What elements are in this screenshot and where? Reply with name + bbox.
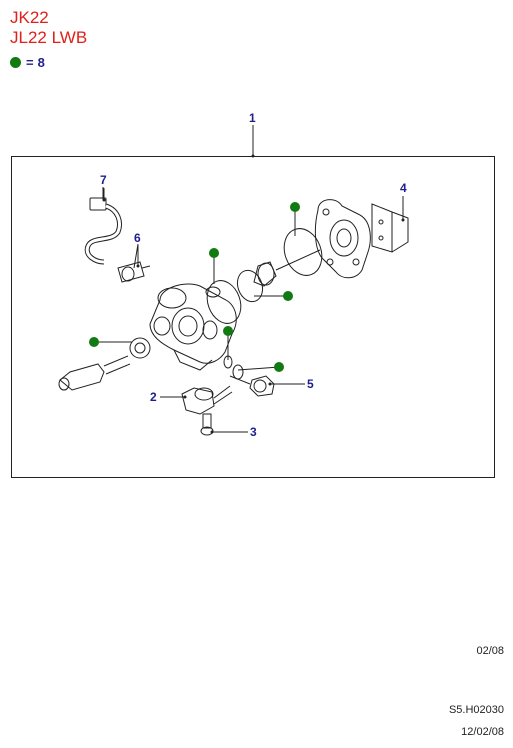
banjo-bolt-part <box>249 375 275 397</box>
pump-housing-part <box>149 283 237 371</box>
issue-date: 12/02/08 <box>461 726 504 738</box>
callout-7: 7 <box>100 173 107 187</box>
green-dot-markers <box>89 202 300 372</box>
callout-3: 3 <box>250 425 257 439</box>
threaded-sensor-part <box>58 337 151 391</box>
green-dot-icon <box>223 326 233 336</box>
green-dot-icon <box>209 248 219 258</box>
drive-coupling-part <box>253 249 321 287</box>
green-dot-icon <box>10 56 21 68</box>
green-dot-icon <box>290 202 300 212</box>
sensor-harness-part <box>84 187 122 265</box>
callout-6: 6 <box>134 231 141 245</box>
legend-value: 8 <box>37 54 45 70</box>
o-ring-part <box>206 280 242 324</box>
legend: = 8 <box>10 54 45 70</box>
callout-1: 1 <box>249 111 256 125</box>
pump-cover-part <box>314 199 371 279</box>
green-dot-icon <box>274 362 284 372</box>
callout-4: 4 <box>400 181 407 195</box>
model-code-jk22: JK22 <box>10 8 49 27</box>
legend-equals: = <box>26 54 34 70</box>
date-code: 02/08 <box>476 645 504 657</box>
connector-6-part <box>117 243 151 283</box>
o-ring-part <box>236 269 264 303</box>
callout-5: 5 <box>307 377 314 391</box>
seal-washer-part <box>232 364 244 380</box>
union-fitting-part <box>181 385 233 415</box>
o-ring-part <box>283 228 323 276</box>
green-dot-icon <box>283 291 293 301</box>
bracket-4-part <box>371 203 409 253</box>
callout-2: 2 <box>150 390 157 404</box>
green-dot-icon <box>89 337 99 347</box>
diagram-reference: S5.H02030 <box>448 704 504 716</box>
model-code-jl22-lwb: JL22 LWB <box>10 28 88 47</box>
